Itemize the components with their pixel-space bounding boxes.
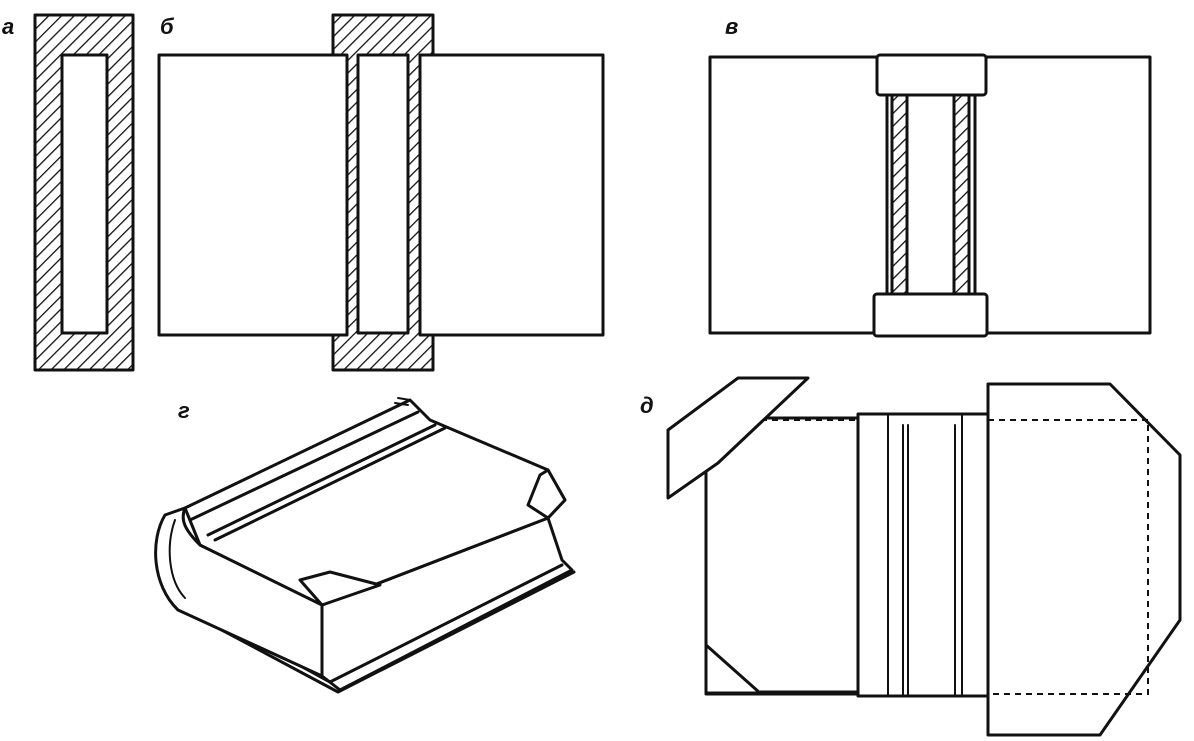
bottom-cap bbox=[872, 292, 989, 338]
panel-v: в bbox=[708, 14, 1152, 338]
spine-groove bbox=[168, 519, 186, 599]
panel-b: б bbox=[157, 13, 605, 372]
right-board-dashed bbox=[987, 419, 1149, 695]
right-cover-flap bbox=[986, 382, 1182, 737]
left-board bbox=[157, 53, 349, 337]
spine-inlay bbox=[905, 92, 956, 298]
corner-piece-top bbox=[526, 468, 567, 520]
panel-g: г bbox=[154, 397, 576, 694]
top-cap bbox=[875, 53, 988, 97]
left-board bbox=[708, 55, 889, 335]
headcap-lines bbox=[394, 397, 411, 406]
spine-inlay bbox=[356, 53, 410, 335]
hatched-frame bbox=[33, 13, 135, 372]
label-v: в bbox=[725, 14, 738, 39]
right-board bbox=[973, 55, 1152, 335]
spine bbox=[154, 506, 324, 678]
left-board bbox=[704, 416, 860, 696]
corner-piece bbox=[298, 570, 382, 607]
spine-section bbox=[856, 412, 990, 698]
label-b: б bbox=[160, 14, 175, 39]
label-d: д bbox=[640, 393, 654, 418]
panel-a: а bbox=[2, 13, 135, 372]
spine-strip bbox=[188, 410, 447, 542]
corner-flap-bottom-left bbox=[704, 643, 762, 695]
label-g: г bbox=[178, 398, 190, 423]
panel-d: д bbox=[640, 376, 1182, 737]
right-board bbox=[418, 53, 605, 337]
corner-flap-top-left bbox=[666, 376, 810, 500]
label-a: а bbox=[2, 14, 14, 39]
